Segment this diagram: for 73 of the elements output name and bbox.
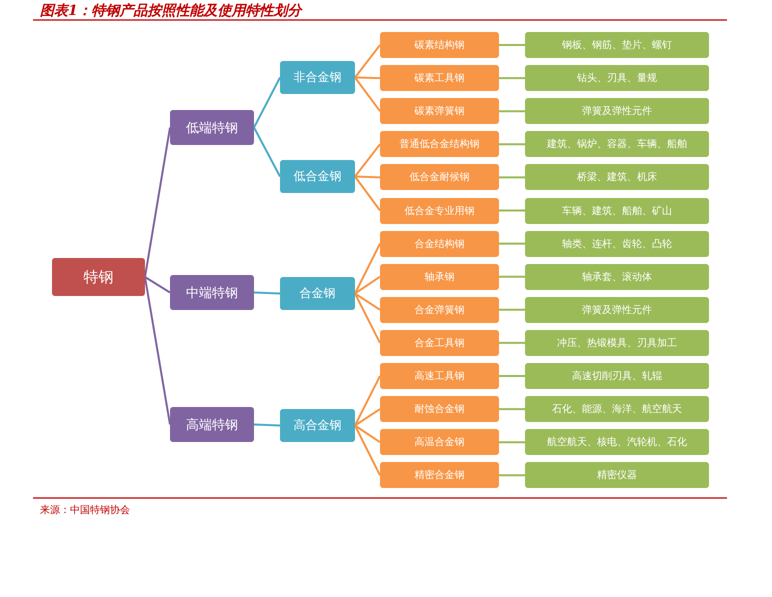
- category-box: 高端特钢: [170, 407, 254, 442]
- application-box: 精密仪器: [525, 462, 709, 488]
- application-box: 建筑、锅炉、容器、车辆、船舶: [525, 131, 709, 158]
- connector-line: [354, 176, 380, 178]
- connector-line: [253, 77, 281, 128]
- title: 图表1：特钢产品按照性能及使用特性划分: [40, 2, 302, 20]
- connector-line: [499, 375, 525, 377]
- steel-grade-box: 精密合金钢: [380, 462, 499, 488]
- application-box: 钻头、刃具、量规: [525, 65, 709, 92]
- connector-line: [499, 143, 525, 146]
- connector-line: [144, 127, 171, 278]
- steel-grade-box: 合金弹簧钢: [380, 296, 499, 323]
- type-box: 非合金钢: [280, 61, 355, 94]
- category-box: 低端特钢: [170, 110, 254, 145]
- connector-line: [499, 308, 525, 311]
- steel-grade-box: 合金工具钢: [380, 330, 499, 356]
- application-box: 航空航天、核电、汽轮机、石化: [525, 429, 709, 456]
- connector-line: [499, 408, 525, 410]
- connector-line: [354, 292, 381, 311]
- application-box: 弹簧及弹性元件: [525, 98, 709, 124]
- steel-grade-box: 轴承钢: [380, 264, 499, 290]
- connector-line: [499, 276, 525, 278]
- steel-grade-box: 合金结构钢: [380, 230, 499, 257]
- connector-line: [354, 376, 381, 426]
- connector-line: [499, 242, 525, 245]
- steel-grade-box: 碳素结构钢: [380, 32, 499, 58]
- connector-line: [499, 210, 525, 212]
- connector-line: [499, 44, 525, 46]
- connector-line: [354, 76, 380, 80]
- root-box: 特钢: [52, 258, 145, 296]
- connector-line: [254, 424, 280, 426]
- connector-line: [354, 44, 381, 78]
- application-box: 轴承套、滚动体: [525, 264, 709, 290]
- connector-line: [354, 144, 381, 178]
- source-note: 来源：中国特钢协会: [40, 504, 130, 517]
- connector-line: [499, 441, 525, 444]
- application-box: 车辆、建筑、船舶、矿山: [525, 198, 709, 224]
- steel-grade-box: 碳素工具钢: [380, 65, 499, 92]
- connector-line: [253, 127, 281, 177]
- application-box: 高速切削刃具、轧辊: [525, 363, 709, 389]
- type-box: 合金钢: [280, 277, 355, 310]
- connector-line: [354, 425, 381, 476]
- application-box: 冲压、热锻模具、刃具加工: [525, 330, 709, 356]
- category-box: 中端特钢: [170, 275, 254, 310]
- connector-line: [354, 76, 381, 112]
- connector-line: [499, 474, 525, 476]
- connector-line: [499, 176, 525, 178]
- connector-line: [254, 292, 280, 294]
- type-box: 低合金钢: [280, 160, 355, 193]
- connector-line: [144, 276, 171, 294]
- application-box: 钢板、钢筋、垫片、螺钉: [525, 32, 709, 58]
- connector-line: [354, 293, 381, 344]
- steel-grade-box: 高速工具钢: [380, 363, 499, 389]
- connector-line: [354, 424, 381, 444]
- application-box: 弹簧及弹性元件: [525, 296, 709, 323]
- connector-line: [499, 77, 525, 80]
- connector-line: [499, 342, 525, 344]
- connector-line: [354, 176, 381, 212]
- steel-grade-box: 碳素弹簧钢: [380, 98, 499, 124]
- steel-grade-box: 耐蚀合金钢: [380, 396, 499, 422]
- application-box: 桥梁、建筑、机床: [525, 164, 709, 190]
- application-box: 石化、能源、海洋、航空航天: [525, 396, 709, 422]
- steel-grade-box: 高温合金钢: [380, 429, 499, 456]
- connector-line: [354, 408, 381, 426]
- type-box: 高合金钢: [280, 409, 355, 442]
- steel-grade-box: 低合金耐候钢: [380, 164, 499, 190]
- connector-line: [354, 276, 381, 294]
- steel-grade-box: 低合金专业用钢: [380, 198, 499, 224]
- application-box: 轴类、连杆、齿轮、凸轮: [525, 230, 709, 257]
- connector-line: [144, 276, 171, 425]
- connector-line: [499, 110, 525, 112]
- connector-line: [354, 243, 381, 294]
- steel-grade-box: 普通低合金结构钢: [380, 131, 499, 158]
